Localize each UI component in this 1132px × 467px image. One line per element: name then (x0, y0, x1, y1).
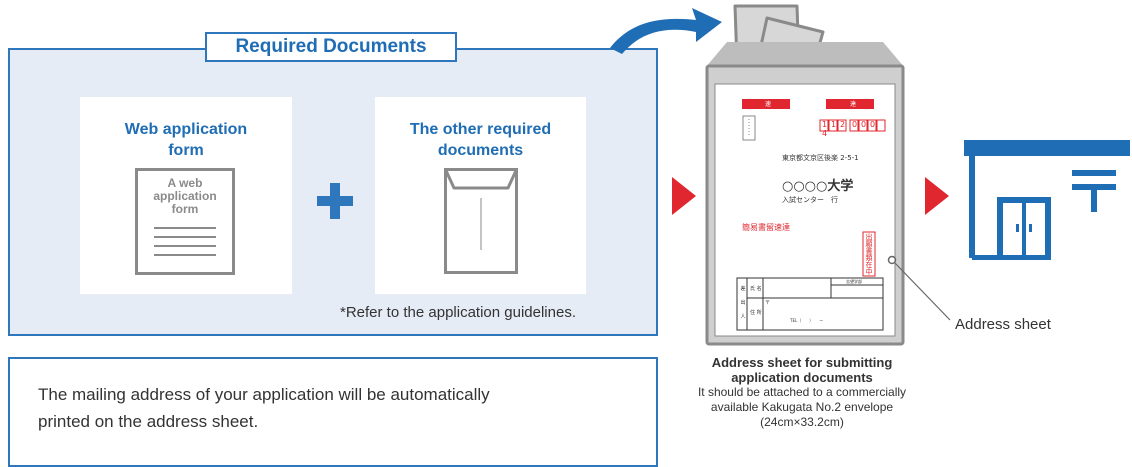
stamp-char: 在 (865, 261, 873, 269)
stamp-char: 書 (865, 247, 873, 255)
web-form-title-line-1: Web application (124, 121, 248, 138)
web-form-doc-label-line-1: A web (167, 176, 203, 190)
postal-digit: 0 (851, 120, 858, 129)
footnote: *Refer to the application guidelines. (340, 304, 576, 321)
document-line (154, 236, 216, 238)
sender-char: 出 (740, 300, 746, 306)
postal-digit: 1 (830, 120, 837, 129)
other-docs-title-line-1: The other required (409, 121, 552, 138)
recipient-university: ○○○○大学 (782, 175, 853, 194)
envelope-caption-line-1: It should be attached to a commercially (697, 385, 907, 399)
sokutatsu-char-2: 達 (849, 102, 856, 108)
sender-address-label: 住 所 (750, 310, 762, 316)
stamp-char: 願 (865, 240, 873, 248)
postal-digit: 4 (821, 129, 828, 138)
required-documents-title: Required Documents (205, 32, 457, 62)
postal-mark: 〒 (765, 300, 771, 306)
envelope-caption-line-2: available Kakugata No.2 envelope (710, 400, 894, 414)
web-form-document-icon: A web application form (135, 168, 235, 275)
curved-arrow-icon (610, 8, 722, 54)
web-form-document-label: A web application form (138, 177, 232, 216)
address-sheet-callout (887, 255, 951, 321)
stamp-char: 中 (865, 268, 873, 276)
university-suffix: 大学 (827, 179, 854, 194)
address-sheet-envelope (705, 4, 905, 346)
stamp-char: 類 (865, 254, 873, 262)
other-docs-title-line-2: documents (437, 142, 524, 159)
mailing-address-note: The mailing address of your application … (38, 381, 638, 435)
web-form-title-line-2: form (168, 142, 204, 159)
post-office-icon (964, 140, 1130, 260)
enclosed-documents-stamp: 出 願 書 類 在 中 (864, 234, 874, 276)
postal-digit: 0 (869, 120, 876, 129)
university-prefix: ○○○○ (782, 179, 828, 194)
envelope-caption-line-3: (24cm×33.2cm) (760, 415, 844, 429)
postal-digit: 1 (821, 120, 828, 129)
web-form-doc-label-line-2: application (153, 189, 217, 203)
plus-icon (317, 183, 353, 219)
mailing-note-line-2: printed on the address sheet. (38, 412, 259, 431)
web-form-doc-label-line-3: form (171, 202, 199, 216)
postal-digit: 0 (860, 120, 867, 129)
recipient-address: 東京都文京区後楽 2-5-1 (782, 154, 859, 162)
sokutatsu-char-1: 速 (764, 102, 771, 108)
exam-department-label: 志望学部 (846, 279, 862, 284)
document-line (154, 245, 216, 247)
tel-label: TEL（ ） ー (790, 318, 824, 323)
document-line (154, 254, 216, 256)
stamp-char: 出 (865, 233, 873, 241)
mailing-address-note-box: The mailing address of your application … (8, 357, 658, 467)
envelope-caption-title-line-1: Address sheet for submitting (711, 355, 893, 370)
arrow-right-icon (672, 177, 696, 215)
sender-name-label: 氏 名 (750, 286, 762, 292)
postal-digit: 2 (839, 120, 846, 129)
envelope-icon (444, 168, 518, 274)
address-sheet-label: Address sheet (955, 316, 1051, 333)
sender-char: 差 (740, 286, 746, 292)
envelope-caption: Address sheet for submitting application… (672, 355, 932, 430)
sender-char: 人 (740, 314, 746, 320)
envelope-caption-title-line-2: application documents (731, 370, 873, 385)
registered-express-label: 簡易書留速達 (742, 223, 790, 232)
sender-side-label: 差 出 人 (739, 282, 747, 324)
arrow-right-icon (925, 177, 949, 215)
document-line (154, 227, 216, 229)
recipient-office: 入試センター 行 (782, 196, 838, 204)
mailing-note-line-1: The mailing address of your application … (38, 385, 490, 404)
